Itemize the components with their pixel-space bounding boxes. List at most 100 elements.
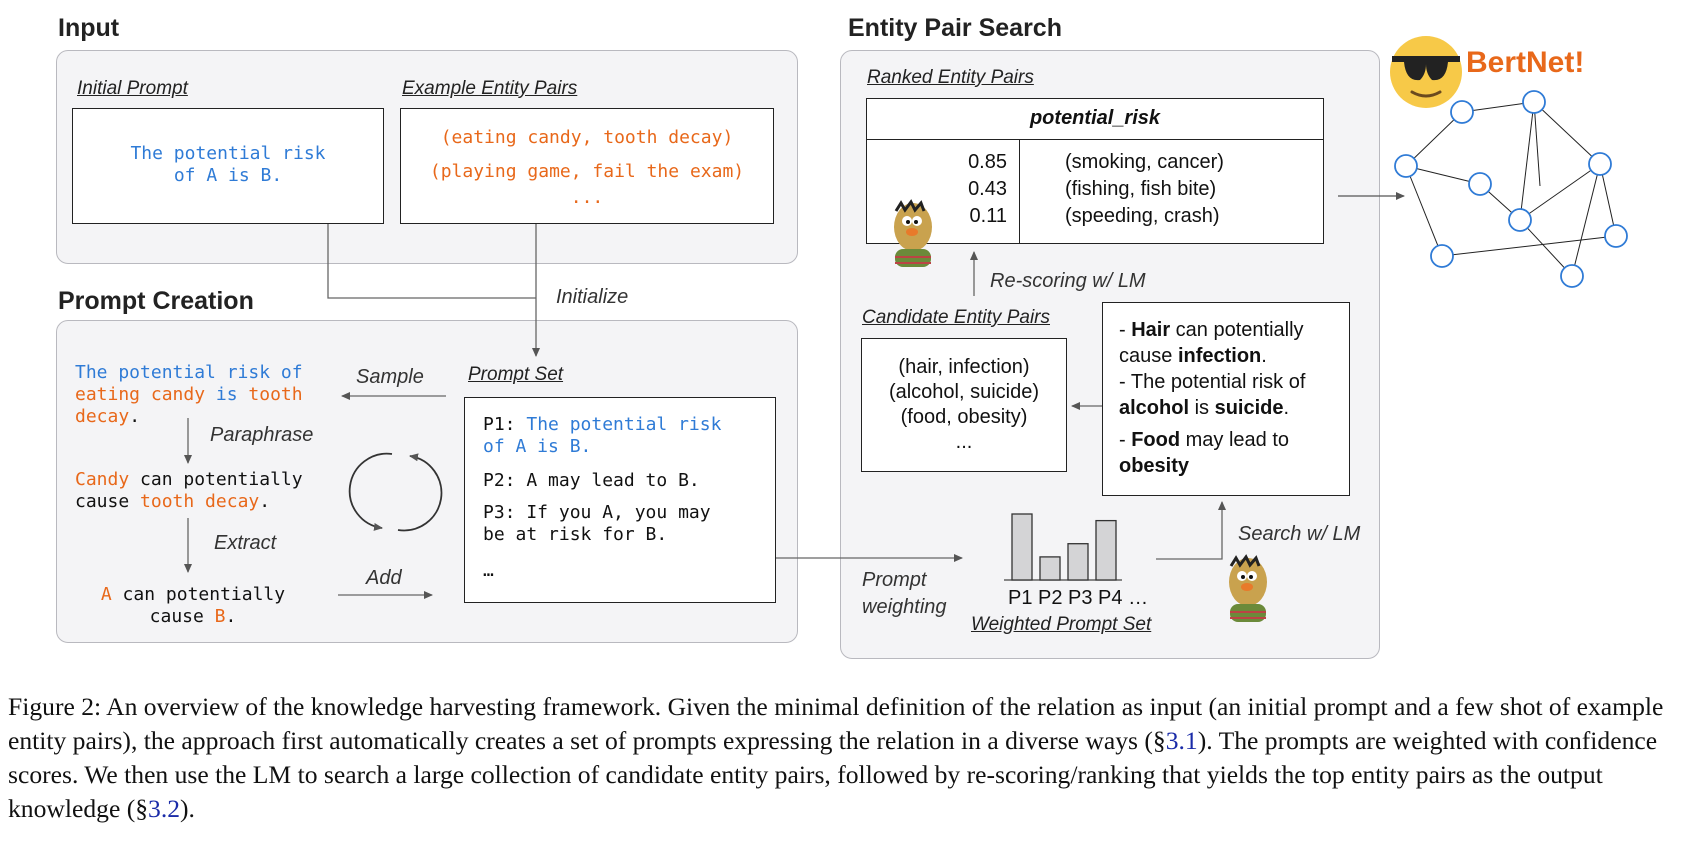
search-label: Search w/ LM: [1238, 523, 1361, 545]
extract-text-1: A: [100, 584, 112, 605]
sample-text-1: The potential risk of: [75, 362, 303, 383]
input-heading: Input: [58, 14, 120, 42]
p3-text-1: P3: If you A, you may: [483, 502, 711, 523]
weight-bar-p3: [1067, 543, 1089, 581]
para-text-3: cause: [75, 491, 141, 512]
sent2-text-1: - The potential risk of: [1119, 371, 1306, 393]
sample-text-2: eating candy: [75, 384, 206, 405]
knowledge-graph: [1394, 90, 1628, 288]
rescoring-label: Re-scoring w/ LM: [990, 270, 1146, 292]
graph-node: [1450, 100, 1474, 124]
sent1-text-4: cause: [1119, 345, 1178, 367]
graph-node: [1522, 90, 1546, 114]
figure-caption: Figure 2: An overview of the knowledge h…: [8, 690, 1680, 826]
sample-text-3: is: [205, 384, 249, 405]
lm-generated-sentences-box: - Hair can potentially cause infection. …: [1102, 302, 1350, 496]
sent1-text-2: Hair: [1131, 319, 1171, 341]
p1-text-2: of A is B.: [483, 436, 592, 457]
caption-ref-2[interactable]: 3.2: [148, 794, 181, 823]
p3-text-2: be at risk for B.: [483, 524, 668, 545]
extract-label: Extract: [214, 532, 277, 554]
candidate-3: (food, obesity): [900, 406, 1028, 428]
sampled-sentence: The potential risk of eating candy is to…: [75, 362, 303, 428]
weight-bar-p2: [1039, 556, 1061, 581]
initialize-arrow: [327, 224, 540, 357]
candidate-2: (alcohol, suicide): [888, 381, 1040, 403]
weight-bars: [1011, 513, 1117, 581]
sent2-text-5: .: [1283, 397, 1290, 419]
initial-prompt-label: Initial Prompt: [77, 78, 188, 99]
p2-text: P2: A may lead to B.: [483, 470, 700, 491]
weighted-prompt-set-label: Weighted Prompt Set: [971, 614, 1152, 635]
para-text-5: .: [259, 491, 271, 512]
graph-node: [1394, 154, 1418, 178]
bar-labels: P1 P2 P3 P4 …: [1008, 587, 1149, 609]
score-row-3: 0.11: [969, 205, 1007, 227]
para-text-1: Candy: [75, 469, 130, 490]
graph-node: [1604, 224, 1628, 248]
prompt-set-box: P1: The potential risk of A is B. P2: A …: [464, 397, 776, 603]
extract-text-3: cause: [149, 606, 215, 627]
prompt-set-label: Prompt Set: [468, 364, 564, 385]
sent2-text-3: is: [1189, 397, 1215, 419]
caption-ref-1[interactable]: 3.1: [1165, 726, 1198, 755]
entity-pair-search-heading: Entity Pair Search: [848, 14, 1062, 42]
add-label: Add: [366, 567, 402, 589]
graph-node: [1468, 172, 1492, 196]
sample-text-4: tooth: [248, 384, 303, 405]
table-header: potential_risk: [1029, 107, 1161, 129]
sent1-text-3: can potentially: [1170, 319, 1304, 341]
graph-node: [1588, 152, 1612, 176]
bert-character-icon: [894, 199, 932, 267]
example-pair-2: (playing game, fail the exam): [429, 161, 745, 182]
sent3-text-4: obesity: [1119, 455, 1190, 477]
graph-node: [1560, 264, 1584, 288]
paraphrased-sentence: Candy can potentially cause tooth decay.: [75, 469, 303, 513]
sample-label: Sample: [356, 366, 424, 388]
sample-text-6: .: [129, 406, 141, 427]
initial-prompt-line2: of A is B.: [173, 165, 283, 186]
pair-row-1: (smoking, cancer): [1065, 151, 1224, 173]
bert-character-icon: [1229, 554, 1267, 622]
pair-row-3: (speeding, crash): [1065, 205, 1220, 227]
example-pair-more: ...: [570, 187, 604, 208]
para-text-4: tooth decay: [140, 491, 260, 512]
extract-text-4: B: [214, 606, 226, 627]
sent3-text-2: Food: [1131, 429, 1181, 451]
weight-bar-p1: [1011, 513, 1033, 581]
candidate-pairs-box: (hair, infection) (alcohol, suicide) (fo…: [861, 338, 1067, 472]
candidate-1: (hair, infection): [898, 356, 1030, 378]
example-pairs-label: Example Entity Pairs: [402, 78, 578, 99]
pair-row-2: (fishing, fish bite): [1065, 178, 1217, 200]
sent1-text-6: .: [1261, 345, 1267, 367]
initial-prompt-box: The potential risk of A is B.: [72, 108, 384, 224]
initialize-label: Initialize: [556, 286, 629, 308]
graph-node: [1508, 208, 1532, 232]
sent3-text-3: may lead to: [1180, 429, 1290, 451]
score-row-2: 0.43: [968, 178, 1007, 200]
p1-prefix: P1:: [483, 414, 527, 435]
prompt-more: …: [483, 560, 494, 581]
extracted-template: A can potentially cause B.: [88, 584, 298, 628]
initial-prompt-line1: The potential risk: [130, 143, 326, 164]
para-text-2: can potentially: [129, 469, 303, 490]
prompt-creation-heading: Prompt Creation: [58, 287, 254, 315]
prompt-weighting-line1: Prompt: [862, 569, 927, 591]
example-pair-1: (eating candy, tooth decay): [440, 127, 734, 148]
sent3-text-1: -: [1119, 429, 1132, 451]
caption-text-3: ).: [180, 794, 195, 823]
search-arrow: [1156, 501, 1226, 560]
weight-bar-p4: [1095, 519, 1117, 581]
example-pairs-box: (eating candy, tooth decay) (playing gam…: [400, 108, 774, 224]
cycle-icon: [348, 452, 443, 532]
sent2-text-4: suicide: [1214, 397, 1284, 419]
extract-text-5: .: [225, 606, 237, 627]
ranked-pairs-label: Ranked Entity Pairs: [867, 67, 1034, 88]
graph-node: [1430, 244, 1454, 268]
sent1-text-5: infection: [1177, 345, 1262, 367]
bertnet-label: BertNet!: [1466, 46, 1585, 79]
p1-text-1: The potential risk: [526, 414, 722, 435]
sent2-text-2: alcohol: [1119, 397, 1190, 419]
sent1-text-1: -: [1119, 319, 1132, 341]
